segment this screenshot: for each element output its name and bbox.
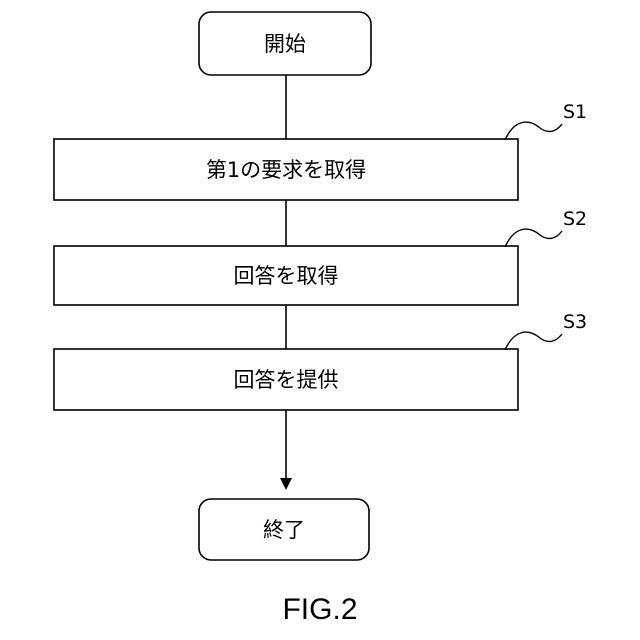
step-s2-leader <box>505 229 562 247</box>
end-label: 終了 <box>263 518 305 542</box>
step-s3-leader <box>505 332 562 350</box>
step-s3: 回答を提供 S3 <box>54 311 587 410</box>
arrowhead-to-end <box>280 478 292 490</box>
start-terminal: 開始 <box>199 12 371 75</box>
step-s3-id: S3 <box>563 311 587 333</box>
step-s1: 第1の要求を取得 S1 <box>54 101 587 200</box>
step-s1-id: S1 <box>563 101 587 123</box>
step-s1-leader <box>505 122 562 140</box>
step-s2-label: 回答を取得 <box>234 264 339 288</box>
step-s3-label: 回答を提供 <box>234 368 339 392</box>
end-terminal: 終了 <box>199 499 369 560</box>
figure-caption: FIG.2 <box>0 592 640 628</box>
start-label: 開始 <box>264 32 306 56</box>
step-s2: 回答を取得 S2 <box>54 208 587 305</box>
step-s1-label: 第1の要求を取得 <box>206 158 366 182</box>
step-s2-id: S2 <box>563 208 587 230</box>
